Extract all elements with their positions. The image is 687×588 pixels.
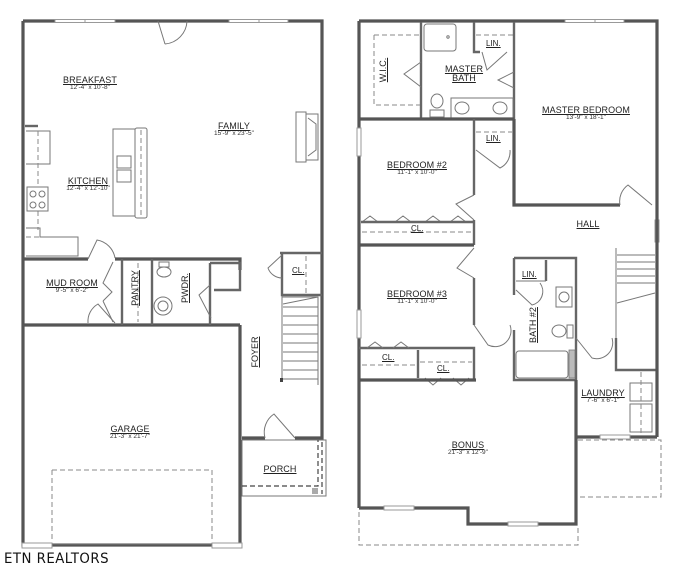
- room-porch: PORCH: [250, 464, 310, 474]
- room-name: GARAGE: [110, 424, 150, 434]
- room-name: MASTER: [444, 64, 484, 74]
- room-name-line2: BATH: [452, 73, 476, 84]
- room-kitchen: KITCHEN 12'-4" x 12'-10": [48, 176, 128, 193]
- room-name: LAUNDRY: [581, 388, 625, 398]
- room-name: BREAKFAST: [63, 75, 117, 85]
- room-name: MASTER BEDROOM: [542, 105, 630, 115]
- room-dimensions: 12'-4" x 10'-8": [70, 84, 110, 92]
- first-floor-walls: [21, 19, 327, 549]
- room-bath-2: BATH #2: [528, 307, 538, 343]
- room-powder: PWDR.: [180, 273, 190, 303]
- room-bedroom-2-closet: CL.: [411, 224, 424, 233]
- room-hall: HALL: [568, 219, 608, 229]
- room-name: HALL: [576, 219, 600, 229]
- room-linen-2: LIN.: [486, 134, 501, 143]
- room-wic: W.I.C.: [378, 57, 388, 83]
- room-linen-3: LIN.: [522, 270, 537, 279]
- room-name: BONUS: [451, 440, 485, 450]
- room-laundry: LAUNDRY 7'-6" x 6'-1": [578, 388, 628, 405]
- room-dimensions: 11'-1" x 10'-0": [397, 169, 437, 177]
- room-name: MUD ROOM: [46, 278, 98, 288]
- second-floor-walls: [356, 19, 662, 546]
- room-name: BEDROOM #3: [386, 289, 447, 299]
- room-garage: GARAGE 21'-3" x 21'-7": [90, 424, 170, 441]
- room-bonus: BONUS 21'-3" x 12'-9": [428, 440, 508, 457]
- room-dimensions: 9'-5" x 6'-2": [55, 287, 89, 295]
- room-bedroom-3-closet: CL.: [382, 353, 395, 362]
- room-foyer: FOYER: [250, 336, 260, 368]
- room-pantry: PANTRY: [130, 270, 140, 306]
- room-linen-1: LIN.: [486, 39, 501, 48]
- room-dimensions: 21'-3" x 12'-9": [448, 449, 488, 457]
- room-mud-room: MUD ROOM 9'-5" x 6'-2": [32, 278, 112, 295]
- room-family: FAMILY 15'-9" x 23'-5": [194, 121, 274, 138]
- room-master-bedroom: MASTER BEDROOM 13'-9" x 18'-1": [534, 105, 638, 122]
- room-name: KITCHEN: [67, 176, 109, 186]
- room-dimensions: 11'-1" x 10'-0": [397, 298, 437, 306]
- room-name: PORCH: [263, 464, 297, 474]
- room-dimensions: 15'-9" x 23'-5": [214, 130, 254, 138]
- room-dimensions: 13'-9" x 18'-1": [566, 114, 606, 122]
- room-hall-closet: CL.: [437, 364, 450, 373]
- room-closet: CL.: [292, 266, 305, 275]
- room-dimensions: 12'-4" x 12'-10": [66, 185, 110, 193]
- room-master-bath: MASTER BATH: [434, 64, 494, 84]
- room-name: BEDROOM #2: [386, 160, 447, 170]
- room-dimensions: 21'-3" x 21'-7": [110, 433, 150, 441]
- room-dimensions: 7'-6" x 6'-1": [586, 397, 620, 405]
- watermark-logo: ETN REALTORS: [4, 551, 110, 567]
- room-bedroom-3: BEDROOM #3 11'-1" x 10'-0": [377, 289, 457, 306]
- room-breakfast: BREAKFAST 12'-4" x 10'-8": [50, 75, 130, 92]
- room-name: FAMILY: [218, 121, 250, 131]
- room-bedroom-2: BEDROOM #2 11'-1" x 10'-0": [377, 160, 457, 177]
